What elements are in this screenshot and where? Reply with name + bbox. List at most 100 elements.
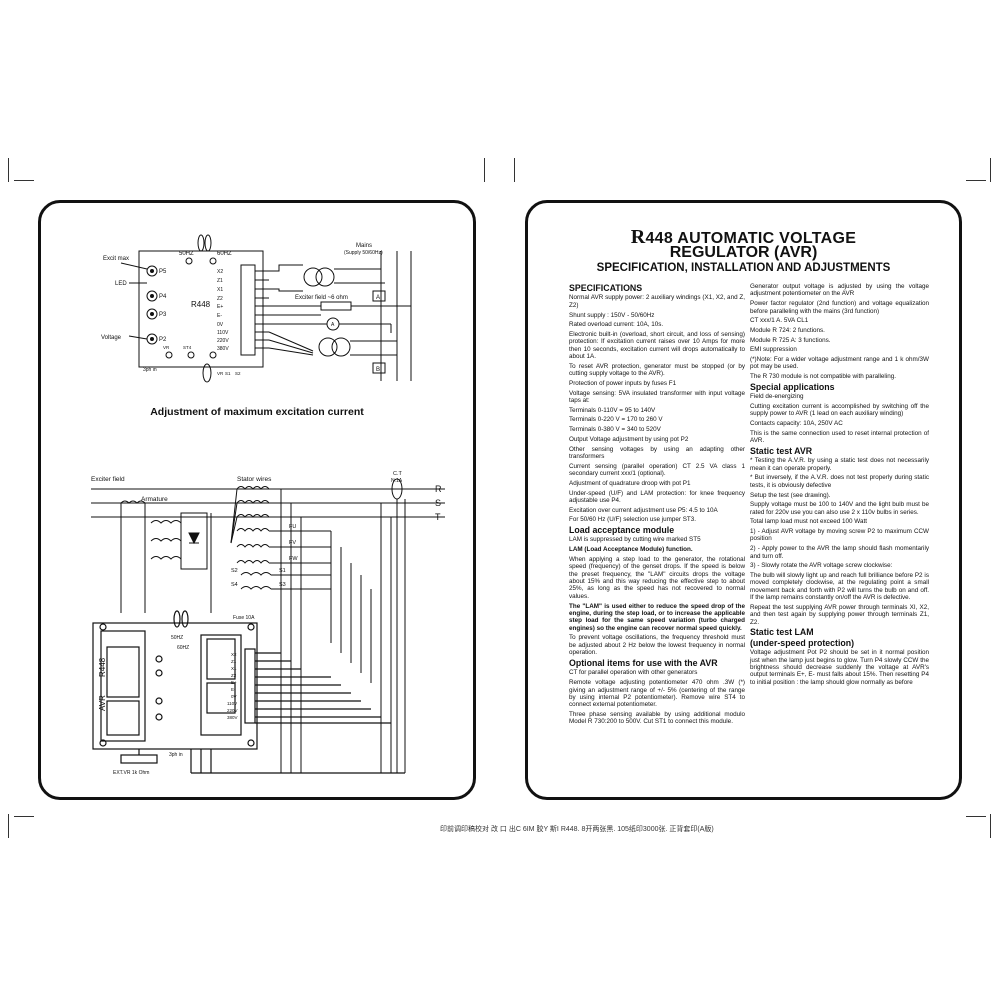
paragraph: 1) - Adjust AVR voltage by moving screw … [750,528,929,543]
paragraph-bold: LAM (Load Acceptance Module) function. [569,546,693,554]
paragraph: EMI suppression [750,346,797,354]
label-mains: Mains [356,243,372,249]
pin-label: VR [217,371,224,376]
paragraph: Voltage sensing: 5VA insulated transform… [569,389,745,405]
terminal-label: 0V [231,694,237,699]
paragraph: Setup the test (see drawing). [750,491,831,499]
paragraph: LAM is suppressed by cutting wire marked… [569,536,701,544]
avr-module-top [138,250,264,368]
crop-mark [8,158,9,182]
paragraph: Repeat the test supplying AVR power thro… [750,603,929,626]
paragraph: Other sensing voltages by using an adapt… [569,445,745,460]
section-heading: SPECIFICATIONS [569,283,643,293]
terminal-label: Z1 [217,278,223,284]
terminal-label: E- [217,313,222,319]
crop-mark [8,814,9,838]
paragraph: Under-speed (U/F) and LAM protection: fo… [569,489,745,504]
paragraph: To prevent voltage oscillations, the fre… [569,634,745,657]
label-60hz-b: 60HZ [177,645,189,651]
crop-mark [484,158,485,182]
label-avr: AVR [98,695,107,711]
label-ammeter: A [331,322,335,328]
paragraph: Current sensing (parallel operation) CT … [569,462,745,478]
section-heading: Static test LAM [750,627,814,638]
terminal-label: Z1 [231,659,237,664]
label-fu: FU [289,524,296,530]
terminal-label: X1 [217,287,223,293]
paragraph: Total lamp load must not exceed 100 Watt [750,518,868,526]
label-p5: P5 [159,269,167,275]
label-ct: C.T [393,471,403,477]
label-model-b: R448 [98,657,107,677]
section-heading: Optional items for use with the AVR [569,658,718,668]
crop-mark [990,158,991,182]
label-ct-ratio: N:1A [391,478,403,484]
label-s3: S3 [279,582,286,588]
pin-label: VR [163,345,170,350]
label-p2: P2 [159,337,167,343]
paragraph: Rated overload current: 10A, 10s. [569,321,664,329]
paragraph: Adjustment of quadrature droop with pot … [569,479,691,487]
label-fw: FW [289,556,298,562]
crop-mark [14,816,34,817]
wiring-diagram: Excit max LED Voltage 50HZ 60HZ R448 P5 … [91,234,445,776]
pot-p4-icon [146,290,158,302]
paragraph: Power factor regulator (2nd function) an… [750,300,929,315]
terminal-label: 380V [217,346,229,352]
terminal-label: X2 [217,269,223,275]
avr-module-bottom [92,610,405,774]
label-3ph-in: 3ph in [143,367,157,373]
pot-p3-icon [146,308,158,320]
paragraph-bold: The "LAM" is used either to reduce the s… [569,602,745,632]
label-ext-vr: EXT.VR 1k Ohm [113,770,149,776]
label-excit-max: Excit max [103,256,129,262]
crop-mark [966,180,986,181]
paragraph: Generator output voltage is adjusted by … [750,283,929,298]
label-fuse: Fuse 10A [233,615,255,621]
label-50hz: 50HZ [179,251,194,257]
paragraph: Output Voltage adjustment by using pot P… [569,435,689,443]
paragraph: Normal AVR supply power: 2 auxiliary win… [569,294,745,309]
terminal-label: 0V [217,322,224,328]
terminal-label: Z2 [217,296,223,302]
paragraph: When applying a step load to the generat… [569,555,745,600]
paragraph: Module R 724: 2 functions. [750,326,825,334]
paragraph: * But inversely, if the A.V.R. does not … [750,474,929,489]
paragraph: The R 730 module is not compatible with … [750,373,896,381]
title-prefix: R [630,226,646,248]
paragraph: Terminals 0-380 V = 340 to 520V [569,426,661,434]
paragraph: Module R 725 A: 3 functions. [750,336,831,344]
label-supply: (Supply 50/60Hz) [344,250,383,256]
paragraph: (*)Note: For a wider voltage adjustment … [750,356,929,371]
diagram-caption: Adjustment of maximum excitation current [150,406,364,418]
pin-label: ST4 [183,345,192,350]
crop-mark [990,814,991,838]
label-armature: Armature [141,496,168,503]
label-led: LED [115,281,127,287]
paragraph: Voltage adjustment Pot P2 should be set … [750,649,929,686]
label-s4: S4 [231,582,238,588]
terminal-label: 110V [227,701,237,706]
specification-panel: R448 AUTOMATIC VOLTAGE REGULATOR (AVR) S… [525,200,962,800]
paragraph: For 50/60 Hz (U/F) selection use jumper … [569,516,697,524]
paragraph: 2) - Apply power to the AVR the lamp sho… [750,545,929,560]
paragraph: Protection of power inputs by fuses F1 [569,379,677,387]
paragraph: Electronic built-in (overload, short cir… [569,330,745,361]
label-p4: P4 [159,294,167,300]
paragraph: Remote voltage adjusting potentiometer 4… [569,679,745,709]
label-phase-s: S [435,498,441,508]
label-model: R448 [191,300,211,309]
label-3ph-in-b: 3ph in [169,752,183,758]
terminal-lines-top [255,251,412,381]
paragraph: Field de-energizing [750,393,804,401]
paragraph: This is the same connection used to rese… [750,429,929,445]
section-heading: Load acceptance module [569,525,675,536]
document-title: R448 AUTOMATIC VOLTAGE [528,227,959,247]
label-p3: P3 [159,312,167,318]
label-voltage: Voltage [101,335,122,341]
crop-mark [14,180,34,181]
paragraph: Shunt supply : 150V - 50/60Hz [569,311,655,319]
pin-label: S2 [235,371,241,376]
document-subtitle: SPECIFICATION, INSTALLATION AND ADJUSTME… [596,262,891,274]
